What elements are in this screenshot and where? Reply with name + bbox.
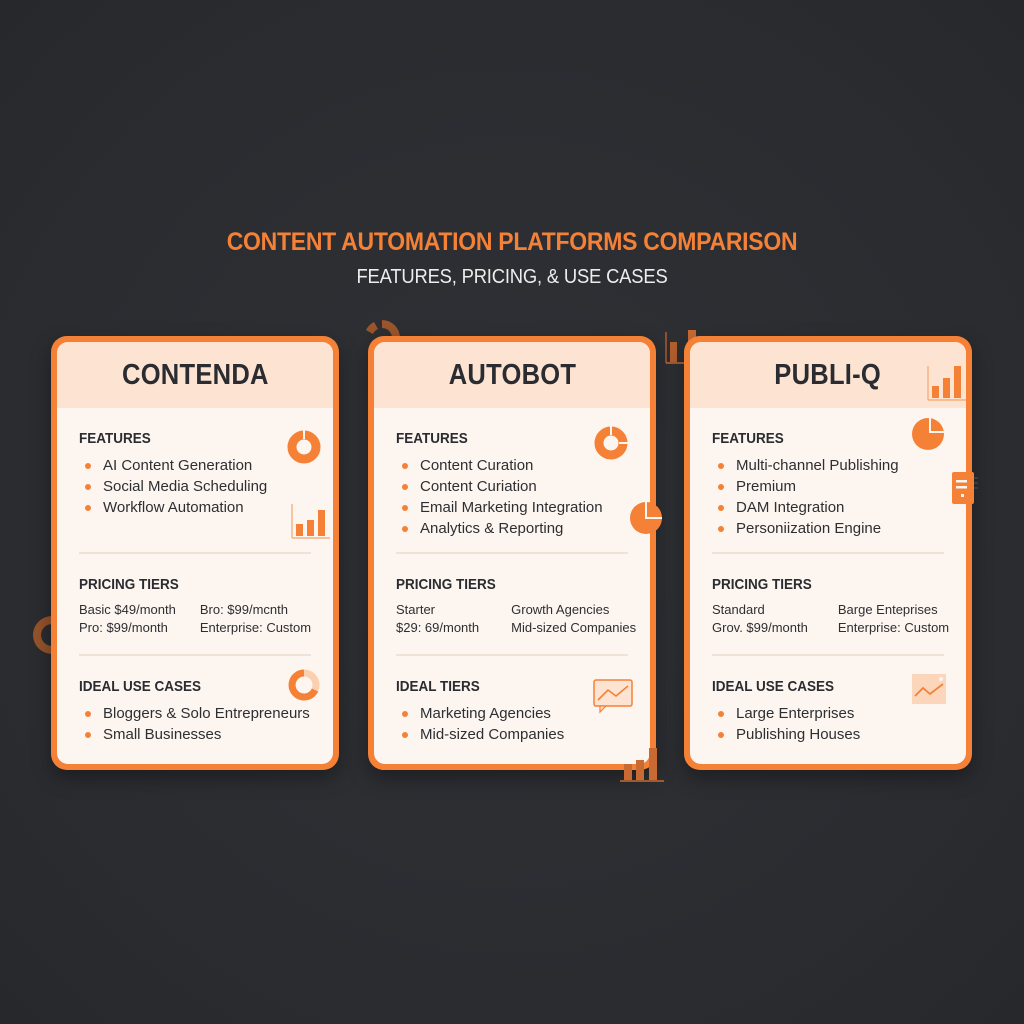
donut-chart-icon bbox=[287, 430, 321, 464]
platform-card-publi-q: PUBLI-Q FEATURES Multi-channel Publishin… bbox=[684, 336, 972, 770]
section-divider bbox=[79, 552, 311, 554]
pricing-column-right: Bro: $99/mcnth Enterprise: Custom bbox=[200, 601, 311, 637]
platform-name: PUBLI-Q bbox=[774, 358, 882, 391]
use-case-item: Mid-sized Companies bbox=[398, 724, 628, 745]
pricing-section: PRICING TIERS Basic $49/month Pro: $99/m… bbox=[79, 576, 311, 637]
features-section: FEATURES AI Content Generation Social Me… bbox=[79, 430, 311, 518]
section-title: PRICING TIERS bbox=[396, 576, 496, 593]
section-title: FEATURES bbox=[712, 430, 784, 447]
feature-item: Premium bbox=[714, 476, 944, 497]
section-divider bbox=[712, 552, 944, 554]
half-ring-chart-icon bbox=[33, 616, 52, 654]
pricing-section: PRICING TIERS Standard Grov. $99/month B… bbox=[712, 576, 949, 637]
section-divider bbox=[396, 654, 628, 656]
pricing-line: Enterprise: Custom bbox=[837, 620, 950, 635]
section-title: IDEAL TIERS bbox=[396, 678, 480, 695]
feature-item: Multi-channel Publishing bbox=[714, 455, 944, 476]
section-title: PRICING TIERS bbox=[712, 576, 812, 593]
pie-chart-icon bbox=[630, 502, 662, 534]
section-title: FEATURES bbox=[396, 430, 468, 447]
use-case-item: Bloggers & Solo Entrepreneurs bbox=[81, 703, 311, 724]
section-divider bbox=[79, 654, 311, 656]
section-title: FEATURES bbox=[79, 430, 151, 447]
bar-chart-icon bbox=[927, 366, 966, 401]
line-chart-icon bbox=[912, 674, 946, 704]
feature-item: AI Content Generation bbox=[81, 455, 311, 476]
page-title: CONTENT AUTOMATION PLATFORMS COMPARISON bbox=[226, 228, 798, 256]
use-case-item: Marketing Agencies bbox=[398, 703, 628, 724]
pricing-line: $29: 69/month bbox=[396, 620, 480, 635]
card-header: PUBLI-Q bbox=[690, 342, 966, 408]
feature-item: Personiization Engine bbox=[714, 518, 944, 539]
pricing-line: Growth Agencies bbox=[511, 602, 610, 617]
pricing-line: Barge Enteprises bbox=[837, 602, 938, 617]
card-header: AUTOBOT bbox=[374, 342, 650, 408]
bar-chart-icon bbox=[620, 748, 664, 782]
use-cases-section: IDEAL USE CASES Bloggers & Solo Entrepre… bbox=[79, 678, 311, 745]
pricing-line: Bro: $99/mcnth bbox=[199, 602, 288, 617]
pricing-line: Enterprise: Custom bbox=[199, 620, 312, 635]
feature-item: DAM Integration bbox=[714, 497, 944, 518]
pricing-column-left: Basic $49/month Pro: $99/month bbox=[79, 601, 176, 637]
ring-chart-icon bbox=[288, 669, 320, 701]
bar-chart-icon bbox=[291, 504, 330, 539]
pricing-line: Basic $49/month bbox=[79, 602, 176, 617]
platform-name: AUTOBOT bbox=[448, 358, 576, 391]
section-title: IDEAL USE CASES bbox=[712, 678, 835, 695]
pricing-column-right: Growth Agencies Mid-sized Companies bbox=[511, 601, 636, 637]
feature-item: Analytics & Reporting bbox=[398, 518, 628, 539]
section-divider bbox=[396, 552, 628, 554]
pricing-line: Starter bbox=[396, 602, 436, 617]
pricing-line: Mid-sized Companies bbox=[511, 620, 637, 635]
platform-card-autobot: AUTOBOT FEATURES Content Curation Conten… bbox=[368, 336, 656, 770]
document-icon bbox=[952, 472, 978, 504]
feature-item: Content Curiation bbox=[398, 476, 628, 497]
section-divider bbox=[712, 654, 944, 656]
feature-item: Email Marketing Integration bbox=[398, 497, 628, 518]
use-case-item: Large Enterprises bbox=[714, 703, 944, 724]
feature-item: Social Media Scheduling bbox=[81, 476, 311, 497]
platform-card-contenda: CONTENDA FEATURES AI Content Generation … bbox=[51, 336, 339, 770]
card-header: CONTENDA bbox=[57, 342, 333, 408]
use-cases-section: IDEAL TIERS Marketing Agencies Mid-sized… bbox=[396, 678, 628, 745]
features-section: FEATURES Multi-channel Publishing Premiu… bbox=[712, 430, 944, 539]
section-title: IDEAL USE CASES bbox=[79, 678, 202, 695]
pricing-column-right: Barge Enteprises Enterprise: Custom bbox=[838, 601, 949, 637]
pricing-line: Pro: $99/month bbox=[79, 620, 168, 635]
feature-item: Content Curation bbox=[398, 455, 628, 476]
features-section: FEATURES Content Curation Content Curiat… bbox=[396, 430, 628, 539]
pie-chart-icon bbox=[912, 418, 944, 450]
pricing-column-left: Starter $29: 69/month bbox=[396, 601, 479, 637]
use-case-item: Publishing Houses bbox=[714, 724, 944, 745]
section-title: PRICING TIERS bbox=[79, 576, 179, 593]
platform-name: CONTENDA bbox=[121, 358, 269, 391]
use-case-item: Small Businesses bbox=[81, 724, 311, 745]
page-subtitle: FEATURES, PRICING, & USE CASES bbox=[356, 266, 668, 288]
use-cases-section: IDEAL USE CASES Large Enterprises Publis… bbox=[712, 678, 944, 745]
half-ring-chart-icon bbox=[366, 320, 400, 338]
pricing-column-left: Standard Grov. $99/month bbox=[712, 601, 808, 637]
feature-item: Workflow Automation bbox=[81, 497, 311, 518]
pricing-section: PRICING TIERS Starter $29: 69/month Grow… bbox=[396, 576, 636, 637]
pricing-line: Grov. $99/month bbox=[712, 620, 808, 635]
line-chart-bubble-icon bbox=[593, 679, 633, 714]
donut-chart-icon bbox=[594, 426, 628, 460]
pricing-line: Standard bbox=[712, 602, 765, 617]
